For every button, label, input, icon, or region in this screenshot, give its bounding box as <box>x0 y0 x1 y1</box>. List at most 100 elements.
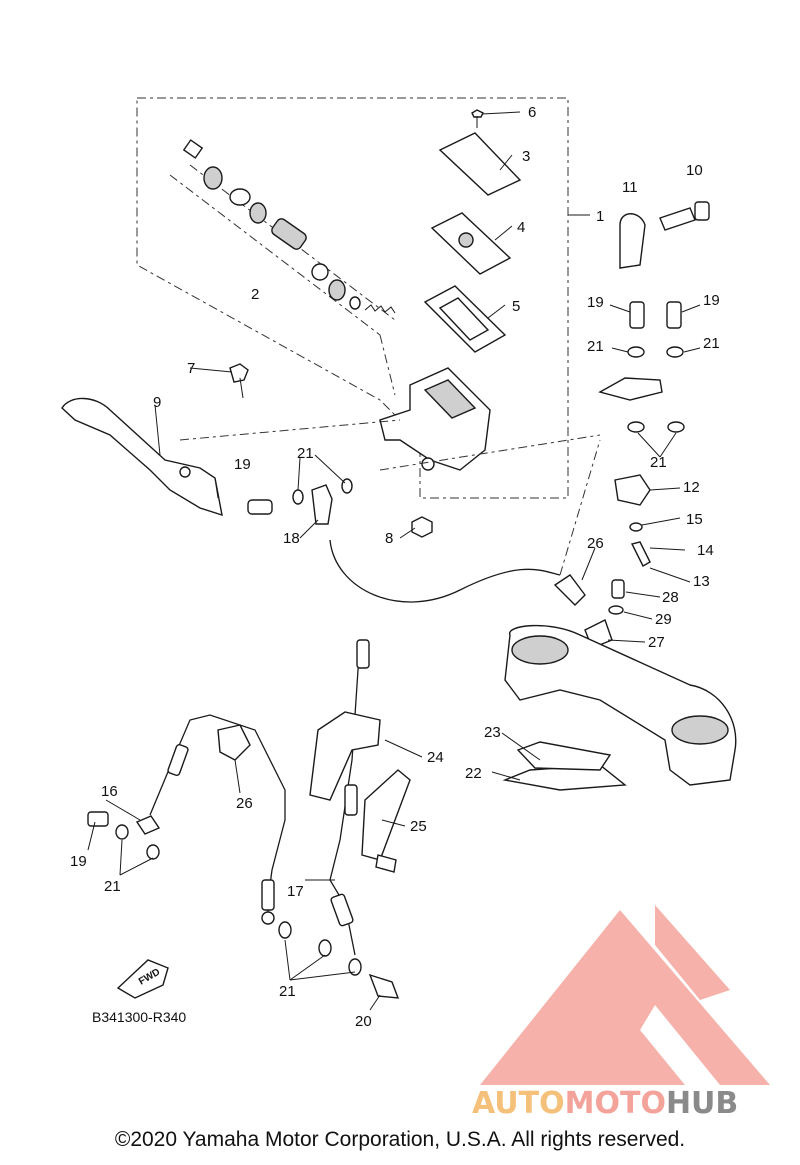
routing-lines <box>179 419 601 576</box>
logo-triangle-mark <box>480 910 770 1085</box>
callout-21-joint: 21 <box>650 454 667 471</box>
logo-text-auto: AUTO <box>472 1086 565 1121</box>
callout-16: 16 <box>101 783 118 800</box>
copyright-notice: ©2020 Yamaha Motor Corporation, U.S.A. A… <box>114 1128 686 1151</box>
spring-seat <box>349 296 361 310</box>
copper-washer <box>292 489 304 505</box>
push-rod-tip <box>182 139 204 159</box>
callout-22: 22 <box>465 765 482 782</box>
copper-washer <box>627 421 645 433</box>
logo-text-hub: HUB <box>666 1086 738 1121</box>
copper-washer <box>318 939 332 957</box>
reservoir-cap-parts <box>423 109 522 353</box>
logo-text: AUTOMOTOHUB <box>472 1086 738 1121</box>
callout-21-lower: 21 <box>279 983 296 1000</box>
callout-15: 15 <box>686 511 703 528</box>
pivot-bolt-head <box>229 363 249 383</box>
piston <box>271 218 307 250</box>
callout-25: 25 <box>410 818 427 835</box>
callout-labels: 1 2 3 4 5 6 7 8 9 10 11 12 13 14 15 16 1… <box>70 104 720 1030</box>
callout-26-lower: 26 <box>236 795 253 812</box>
banjo-port <box>421 457 435 471</box>
reservoir-opening <box>423 379 477 419</box>
hose-bracket-22 <box>502 764 627 791</box>
logo-inner-triangle <box>655 905 730 1000</box>
piston-kit-axis <box>169 164 396 396</box>
callout-12: 12 <box>683 479 700 496</box>
callout-8: 8 <box>385 530 393 547</box>
callout-10: 10 <box>686 162 703 179</box>
callout-17: 17 <box>287 883 304 900</box>
callout-19-lower: 19 <box>70 853 87 870</box>
hose-clamp <box>553 574 586 606</box>
callout-20: 20 <box>355 1013 372 1030</box>
callout-11: 11 <box>622 179 638 196</box>
callout-13: 13 <box>693 573 710 590</box>
union-bolt <box>629 301 645 329</box>
hose-fitting-17 <box>344 784 358 816</box>
callout-19-right: 19 <box>703 292 720 309</box>
guide-bolt <box>375 854 397 873</box>
piston-cup-2 <box>328 279 346 301</box>
fwd-arrow-icon: FWD <box>116 959 169 999</box>
callout-21-left: 21 <box>587 338 604 355</box>
banjo-eye <box>261 911 275 925</box>
callout-19-lever: 19 <box>234 456 251 473</box>
callout-3: 3 <box>522 148 530 165</box>
banjo-fitting-16 <box>135 815 161 835</box>
union-bolt <box>247 499 273 515</box>
logo-text-moto: MOTO <box>565 1086 666 1121</box>
diaphragm-inner <box>438 297 490 341</box>
hose-joint <box>598 377 663 401</box>
callout-14: 14 <box>697 542 714 559</box>
hose-fitting-upper <box>356 639 370 669</box>
hose-bracket-23 <box>516 741 612 771</box>
switch-washer <box>629 522 643 532</box>
master-cylinder-body <box>379 367 491 471</box>
callout-23: 23 <box>484 724 501 741</box>
brake-hose-18 <box>329 539 561 603</box>
copper-washer <box>627 346 645 358</box>
callout-21-right: 21 <box>703 335 720 352</box>
piston-cup-1 <box>249 202 267 224</box>
callout-4: 4 <box>517 219 525 236</box>
piston-washer <box>311 263 329 281</box>
callout-24: 24 <box>427 749 444 766</box>
brake-light-switch <box>614 474 651 506</box>
callout-28: 28 <box>662 589 679 606</box>
callout-2: 2 <box>251 286 259 303</box>
callout-21-lower-left: 21 <box>104 878 121 895</box>
pivot-bolt-shank <box>239 377 244 399</box>
callout-29: 29 <box>655 611 672 628</box>
switch-screw <box>630 541 651 567</box>
hose-clamp-26 <box>217 724 251 761</box>
union-bolt-20 <box>368 973 400 999</box>
clamp-bolt <box>659 207 696 231</box>
diagram-code: B341300-R340 <box>92 1009 186 1025</box>
union-bolt <box>87 811 109 827</box>
callout-21-hose: 21 <box>297 445 314 462</box>
callout-18: 18 <box>283 530 300 547</box>
lever-pivot <box>179 466 191 478</box>
callout-9: 9 <box>153 394 161 411</box>
under-bracket <box>504 624 737 786</box>
fork-tube-hole-left <box>511 635 569 665</box>
hose-fitting-16 <box>167 743 189 777</box>
union-bolt <box>666 301 682 329</box>
hose-fitting <box>261 879 275 911</box>
leader-lines <box>87 111 701 1011</box>
copper-washer <box>278 921 292 939</box>
copper-washer <box>115 824 129 840</box>
hose-guide-25 <box>361 769 411 861</box>
dust-boot <box>203 166 223 190</box>
fork-tube-hole-right <box>671 715 729 745</box>
hose-guide-24 <box>309 711 381 801</box>
copper-washer <box>666 346 684 358</box>
callout-7: 7 <box>187 360 195 377</box>
cap-screw <box>471 109 484 118</box>
callout-6: 6 <box>528 104 536 121</box>
piston-kit <box>169 139 396 396</box>
reservoir-cap <box>438 132 522 196</box>
clamp-washer <box>608 605 624 615</box>
copper-washer <box>667 421 685 433</box>
